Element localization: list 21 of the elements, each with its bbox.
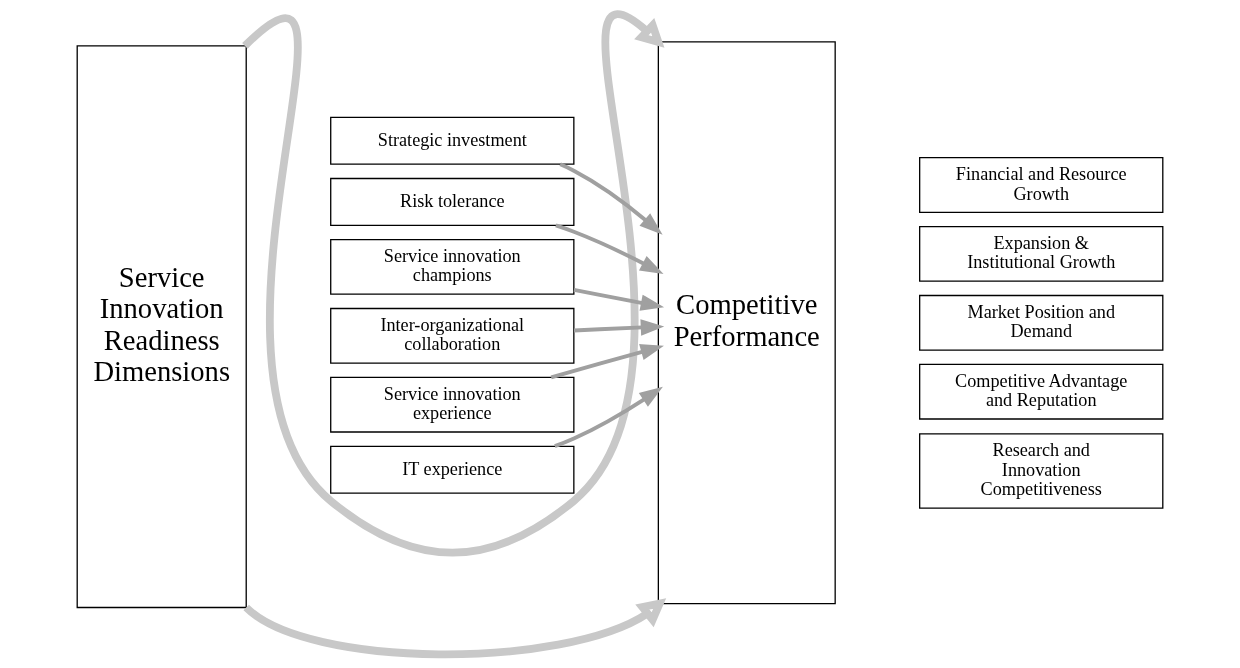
arrow	[242, 11, 665, 557]
arrow	[573, 288, 665, 311]
node-box: Service innovation champions	[330, 238, 575, 295]
node-box: Competitive Advantage and Reputation	[919, 363, 1164, 420]
node-box: Research and Innovation Competitiveness	[919, 433, 1164, 509]
node-box: Strategic investment	[330, 116, 575, 165]
node-box: Expansion & Institutional Growth	[919, 225, 1164, 282]
node-box: Inter-organizational collaboration	[330, 307, 575, 364]
arrow	[550, 344, 664, 380]
node-box: Market Position and Demand	[919, 294, 1164, 351]
node-box: Service innovation experience	[330, 376, 575, 433]
arrow	[573, 319, 665, 336]
node-box: IT experience	[330, 445, 575, 494]
arrow	[554, 386, 663, 448]
node-box: Competitive Performance	[657, 41, 836, 605]
arrow	[243, 598, 667, 659]
arrow	[559, 162, 663, 235]
node-box: Risk tolerance	[330, 177, 575, 226]
arrow	[555, 223, 664, 275]
node-box: Service Innovation Readiness Dimensions	[76, 45, 247, 609]
node-box: Financial and Resource Growth	[919, 157, 1164, 213]
